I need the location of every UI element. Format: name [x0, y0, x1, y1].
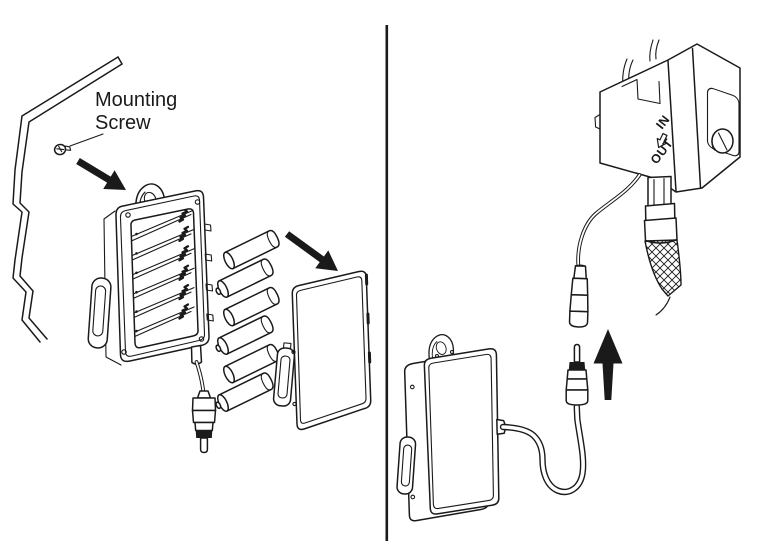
control-unit-wire-stubs: [622, 39, 660, 88]
input-wire: [576, 173, 642, 268]
plug-connect-up-arrow-icon: [593, 329, 623, 400]
battery-holder: [87, 181, 214, 366]
battery-pack: [396, 332, 506, 522]
battery: [222, 229, 280, 270]
holder-output-plug: [191, 390, 217, 454]
holder-opening: [130, 208, 199, 349]
pack-rivet: [409, 384, 415, 390]
cover-latch-slots: [364, 273, 372, 364]
braided-cable: [643, 175, 682, 316]
braid-sleeve: [644, 239, 682, 297]
battery-slot: [131, 208, 195, 242]
female-connector: [568, 264, 589, 328]
battery: [222, 286, 280, 327]
mounting-screw-label-line1: Mounting: [95, 89, 177, 111]
flow-down-arrow-icon: [656, 132, 668, 149]
panel-divider: [385, 25, 389, 541]
cover-clip-rivet: [292, 401, 297, 407]
control-unit-side-notch: [594, 113, 601, 130]
pack-belt-clip: [396, 436, 417, 495]
control-unit-creases: [667, 47, 702, 192]
pack-cable: [499, 403, 587, 496]
holder-belt-clip: [87, 277, 112, 349]
battery-slot: [131, 245, 195, 280]
battery-slot: [131, 283, 195, 319]
pack-rivet: [449, 349, 455, 355]
battery: [215, 258, 274, 299]
cover-install-arrow-icon: [284, 231, 338, 271]
control-unit-body: [599, 43, 741, 193]
holder-side-tabs: [203, 223, 214, 322]
pack-cover-front: [423, 347, 500, 515]
pack-cover-inner-edge: [428, 353, 494, 510]
left-panel: Mounting Screw: [12, 56, 372, 454]
wall-edge: [12, 56, 123, 343]
battery-slot: [131, 303, 195, 339]
holder-output-wire: [194, 360, 206, 395]
mounting-screw-label-line2: Screw: [95, 112, 151, 134]
label-leader-line: [69, 133, 104, 147]
control-unit-top-step: [621, 78, 661, 105]
right-panel: IN OUT: [396, 39, 741, 522]
cover-clip: [272, 342, 296, 407]
battery-cover: [272, 270, 372, 431]
pack-rivet: [410, 494, 416, 500]
holder-frame-bevel: [119, 195, 206, 357]
mounting-screw: [53, 143, 72, 156]
battery-slot: [131, 225, 195, 261]
battery-slot: [131, 264, 195, 300]
cover-clip-rivet: [291, 349, 296, 355]
battery-slots: [131, 208, 195, 339]
control-unit: IN OUT: [594, 39, 741, 193]
mounting-screw-label: Mounting Screw: [95, 89, 177, 134]
battery: [215, 315, 274, 356]
cover-front: [291, 270, 372, 431]
batteries: [215, 229, 280, 413]
screw-install-arrow-icon: [76, 158, 126, 190]
male-plug: [565, 343, 589, 406]
battery: [215, 372, 274, 413]
holder-corner-screws: [121, 199, 205, 355]
cover-inner-edge: [295, 276, 367, 424]
timer-knob: [711, 128, 734, 154]
